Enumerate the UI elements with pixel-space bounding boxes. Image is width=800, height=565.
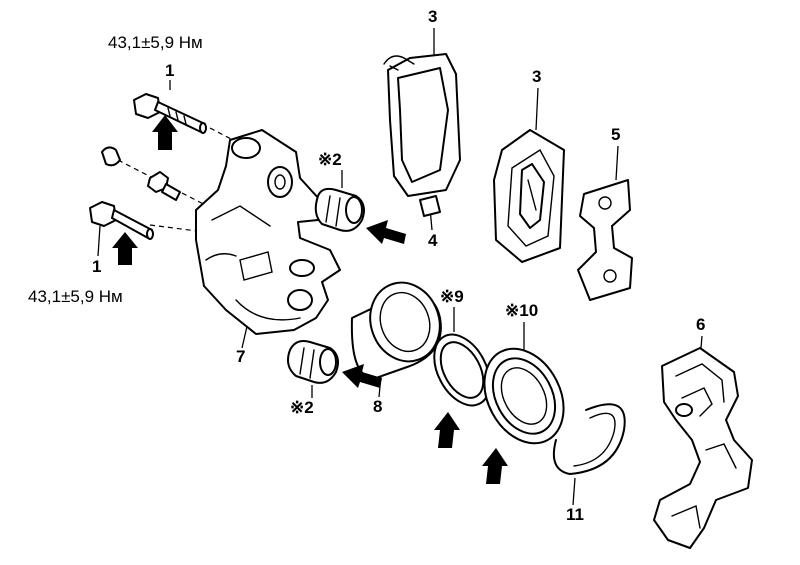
label-part-2-bottom: ※2 <box>290 398 314 417</box>
label-part-9: ※9 <box>440 287 464 306</box>
label-part-10: ※10 <box>505 301 538 320</box>
label-part-1-bottom: 1 <box>92 257 101 276</box>
guide-bolt-top <box>133 93 207 134</box>
caliper-body <box>195 129 341 335</box>
arrow-icon <box>482 448 508 484</box>
label-part-11: 11 <box>566 505 584 524</box>
torque-spec-bottom: 43,1±5,9 Нм <box>28 287 123 306</box>
arrow-icon <box>112 232 138 265</box>
leader-lines <box>97 28 703 506</box>
guide-boot-bottom <box>287 340 339 384</box>
label-part-3-a: 3 <box>428 7 437 26</box>
label-part-3-b: 3 <box>532 67 541 86</box>
piston-seal <box>433 333 491 407</box>
retaining-ring <box>552 403 626 475</box>
label-part-2-top: ※2 <box>318 150 342 169</box>
arrow-icon <box>366 220 406 244</box>
guide-boot-top <box>314 187 365 232</box>
label-part-5: 5 <box>611 125 620 144</box>
label-part-8: 8 <box>373 397 382 416</box>
bleeder-cap <box>101 146 121 167</box>
label-part-1-top: 1 <box>165 61 174 80</box>
label-part-7: 7 <box>236 347 245 366</box>
label-part-4: 4 <box>428 231 438 250</box>
piston <box>350 281 442 380</box>
dust-boot <box>483 347 565 445</box>
assembly-arrows <box>112 115 508 484</box>
brake-pad-outer <box>383 53 461 197</box>
torque-spec-top: 43,1±5,9 Нм <box>108 33 203 52</box>
arrow-icon <box>434 412 460 448</box>
caliper-bracket <box>653 347 753 549</box>
brake-pad-inner <box>493 129 565 263</box>
pad-wear-clip <box>419 195 441 217</box>
bleeder-screw <box>147 171 181 201</box>
pad-shim <box>577 179 633 301</box>
arrow-icon <box>342 364 382 388</box>
guide-bolt-bottom <box>89 201 154 240</box>
label-part-6: 6 <box>696 315 705 334</box>
arrow-icon <box>152 115 178 150</box>
